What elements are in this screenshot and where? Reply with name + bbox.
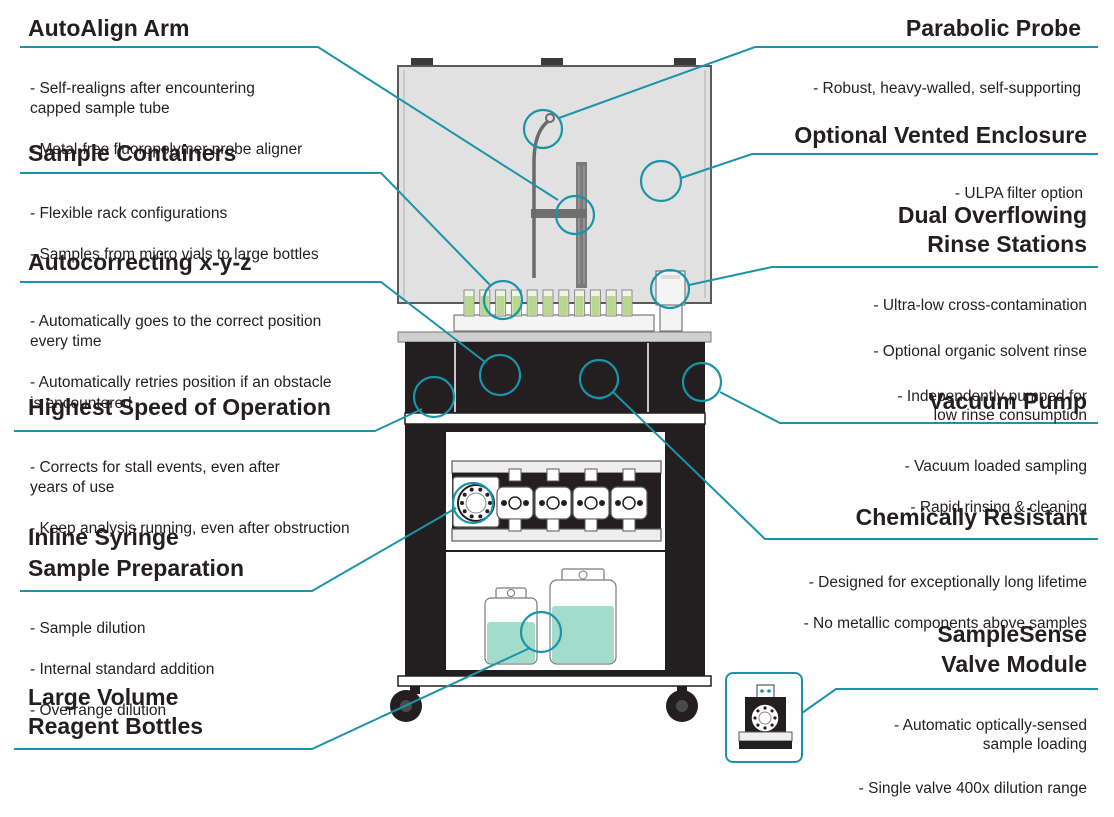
sample-tube xyxy=(605,289,617,317)
feature-bullet: - Self-realigns after encountering cappe… xyxy=(30,79,255,118)
feature-highest-speed: Highest Speed of Operation - Corrects fo… xyxy=(28,393,398,560)
sample-tube xyxy=(558,289,570,317)
feature-bullet: - Designed for exceptionally long lifeti… xyxy=(808,573,1087,591)
leader-vented-enclosure xyxy=(680,153,1098,179)
vented-enclosure xyxy=(397,58,712,304)
samplesense-inset xyxy=(725,672,803,763)
leader-inline-syringe xyxy=(20,507,457,592)
sample-tube xyxy=(574,289,586,317)
feature-bullet: - Metal-free fluoropolymer probe aligner xyxy=(30,141,303,158)
feature-dual-rinse: Dual Overflowing Rinse Stations - Ultra-… xyxy=(747,201,1087,447)
callout-circle-xyz xyxy=(478,353,522,397)
feature-bullet: - ULPA filter option xyxy=(954,184,1083,202)
sample-tube xyxy=(589,289,601,317)
feature-bullet: - Samples from micro vials to large bott… xyxy=(30,245,319,263)
callout-circle-speed xyxy=(412,375,456,419)
base-casters xyxy=(390,675,712,722)
feature-bullet: - Independently pumped for low rinse con… xyxy=(897,388,1087,424)
leader-vacuum-pump xyxy=(719,391,1098,424)
leader-large-bottles xyxy=(14,647,531,750)
feature-autocorrecting-xyz: Autocorrecting x-y-z - Automatically goe… xyxy=(28,248,398,435)
sample-tube xyxy=(526,289,538,317)
leader-dual-rinse xyxy=(688,266,1098,286)
leader-sample-containers xyxy=(20,172,491,286)
feature-bullet: - Sample dilution xyxy=(30,619,146,637)
feature-autoalign-arm: AutoAlign Arm - Self-realigns after enco… xyxy=(28,14,388,181)
callout-circle-vacuum xyxy=(681,361,723,403)
feature-title: Highest Speed of Operation xyxy=(28,394,331,420)
leader-autoalign-arm xyxy=(20,46,559,201)
leader-samplesense xyxy=(801,688,1098,714)
callout-circle-probe xyxy=(522,108,564,150)
pump-head xyxy=(534,468,572,532)
reagent-bottles xyxy=(484,568,617,665)
feature-bullet: - Robust, heavy-walled, self-supporting xyxy=(813,79,1081,97)
callout-circle-syringe xyxy=(451,481,495,525)
pump-head xyxy=(610,468,648,532)
feature-bullet: - Automatically goes to the correct posi… xyxy=(30,312,322,351)
callout-circle-rinse xyxy=(649,268,691,310)
feature-bullet: - Keep analysis running, even after obst… xyxy=(30,520,350,537)
callout-lines xyxy=(14,46,1098,750)
feature-parabolic-probe: Parabolic Probe - Robust, heavy-walled, … xyxy=(721,14,1081,120)
leader-highest-speed xyxy=(14,408,423,432)
feature-bullet: - Corrects for stall events, even after … xyxy=(30,458,280,497)
sample-tube xyxy=(495,289,507,317)
feature-large-volume-bottles: Large Volume Reagent Bottles xyxy=(28,683,328,741)
callout-circle-chemical xyxy=(578,358,620,400)
feature-inline-syringe: Inline Syringe Sample Preparation - Samp… xyxy=(28,522,328,742)
feature-bullet: - No metallic components above samples xyxy=(803,614,1087,632)
feature-bullet: - Internal standard addition xyxy=(30,660,215,678)
feature-title: Optional Vented Enclosure xyxy=(794,122,1087,148)
feature-bullet: - Rapid rinsing & cleaning xyxy=(910,498,1087,516)
autoalign-arm xyxy=(531,162,587,288)
feature-title: AutoAlign Arm xyxy=(28,15,190,41)
feature-title: SampleSense Valve Module xyxy=(937,621,1087,677)
leader-chemically-resistant xyxy=(612,391,1098,540)
rinse-station xyxy=(655,270,686,332)
callout-circles xyxy=(412,108,723,654)
syringe-pump-module xyxy=(451,460,662,542)
callout-circle-bottles xyxy=(519,610,563,654)
feature-title: Large Volume Reagent Bottles xyxy=(28,684,204,739)
feature-sample-containers: Sample Containers - Flexible rack config… xyxy=(28,139,398,286)
sample-tube xyxy=(463,289,475,317)
feature-title: Autocorrecting x-y-z xyxy=(28,249,252,275)
leader-autocorrecting xyxy=(20,281,486,363)
feature-title: Parabolic Probe xyxy=(905,15,1081,41)
feature-bullet: - Overrange dilution xyxy=(30,701,167,719)
feature-title: Dual Overflowing Rinse Stations xyxy=(897,202,1087,257)
feature-bullet: - Optional organic solvent rinse xyxy=(873,343,1087,360)
feature-bullet: - Automatically retries position if an o… xyxy=(30,374,332,412)
feature-vented-enclosure: Optional Vented Enclosure - ULPA filter … xyxy=(707,121,1087,225)
callout-circle-containers xyxy=(482,279,524,321)
feature-bullet: - Flexible rack configurations xyxy=(30,204,228,222)
autosampler-diagram xyxy=(14,46,1098,763)
sample-tube xyxy=(542,289,554,317)
deck-plate xyxy=(397,331,712,343)
pump-head xyxy=(572,468,610,532)
feature-chemically-resistant: Chemically Resistant - Designed for exce… xyxy=(747,503,1087,655)
feature-title: Chemically Resistant xyxy=(855,504,1087,530)
feature-bullet: - Single valve 400x dilution range xyxy=(858,780,1087,797)
callout-circle-enclosure xyxy=(639,159,683,203)
parabolic-probe xyxy=(532,113,555,278)
feature-title: Inline Syringe Sample Preparation xyxy=(28,524,245,581)
feature-samplesense-valve: SampleSense Valve Module - Automatic opt… xyxy=(807,619,1087,817)
feature-title: Vacuum Pump xyxy=(928,388,1087,414)
leader-parabolic-probe xyxy=(558,46,1098,119)
feature-bullet: - Ultra-low cross-contamination xyxy=(873,297,1087,314)
callout-circle-arm xyxy=(554,194,596,236)
pump-head xyxy=(496,468,534,532)
feature-bullet: - Automatic optically-sensed sample load… xyxy=(894,717,1087,753)
feature-bullet: - Vacuum loaded sampling xyxy=(904,457,1087,475)
sample-tube xyxy=(621,289,633,317)
feature-title: Sample Containers xyxy=(28,140,237,166)
feature-vacuum-pump: Vacuum Pump - Vacuum loaded sampling - R… xyxy=(787,387,1087,539)
